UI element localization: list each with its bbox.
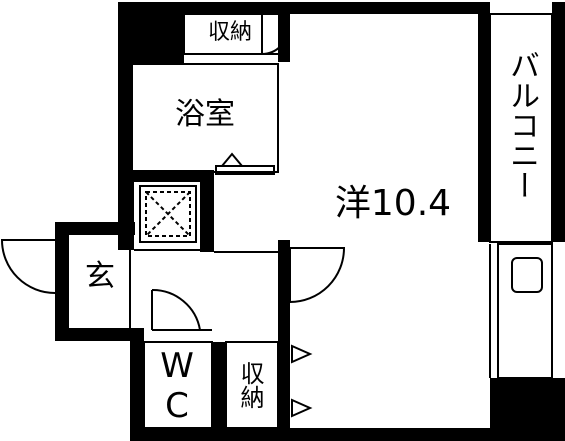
balcony-label: バルコニー <box>504 50 539 200</box>
thin-lines <box>0 13 553 429</box>
entrance-label: 玄 <box>85 259 115 294</box>
western-room-label: 洋10.4 <box>334 183 452 224</box>
storage-top-label: 収納 <box>207 20 252 45</box>
storage-bottom-label: 収納 <box>236 361 264 409</box>
walls <box>55 2 565 441</box>
bath-label: 浴室 <box>175 97 235 132</box>
wc-label: WC <box>157 346 197 426</box>
